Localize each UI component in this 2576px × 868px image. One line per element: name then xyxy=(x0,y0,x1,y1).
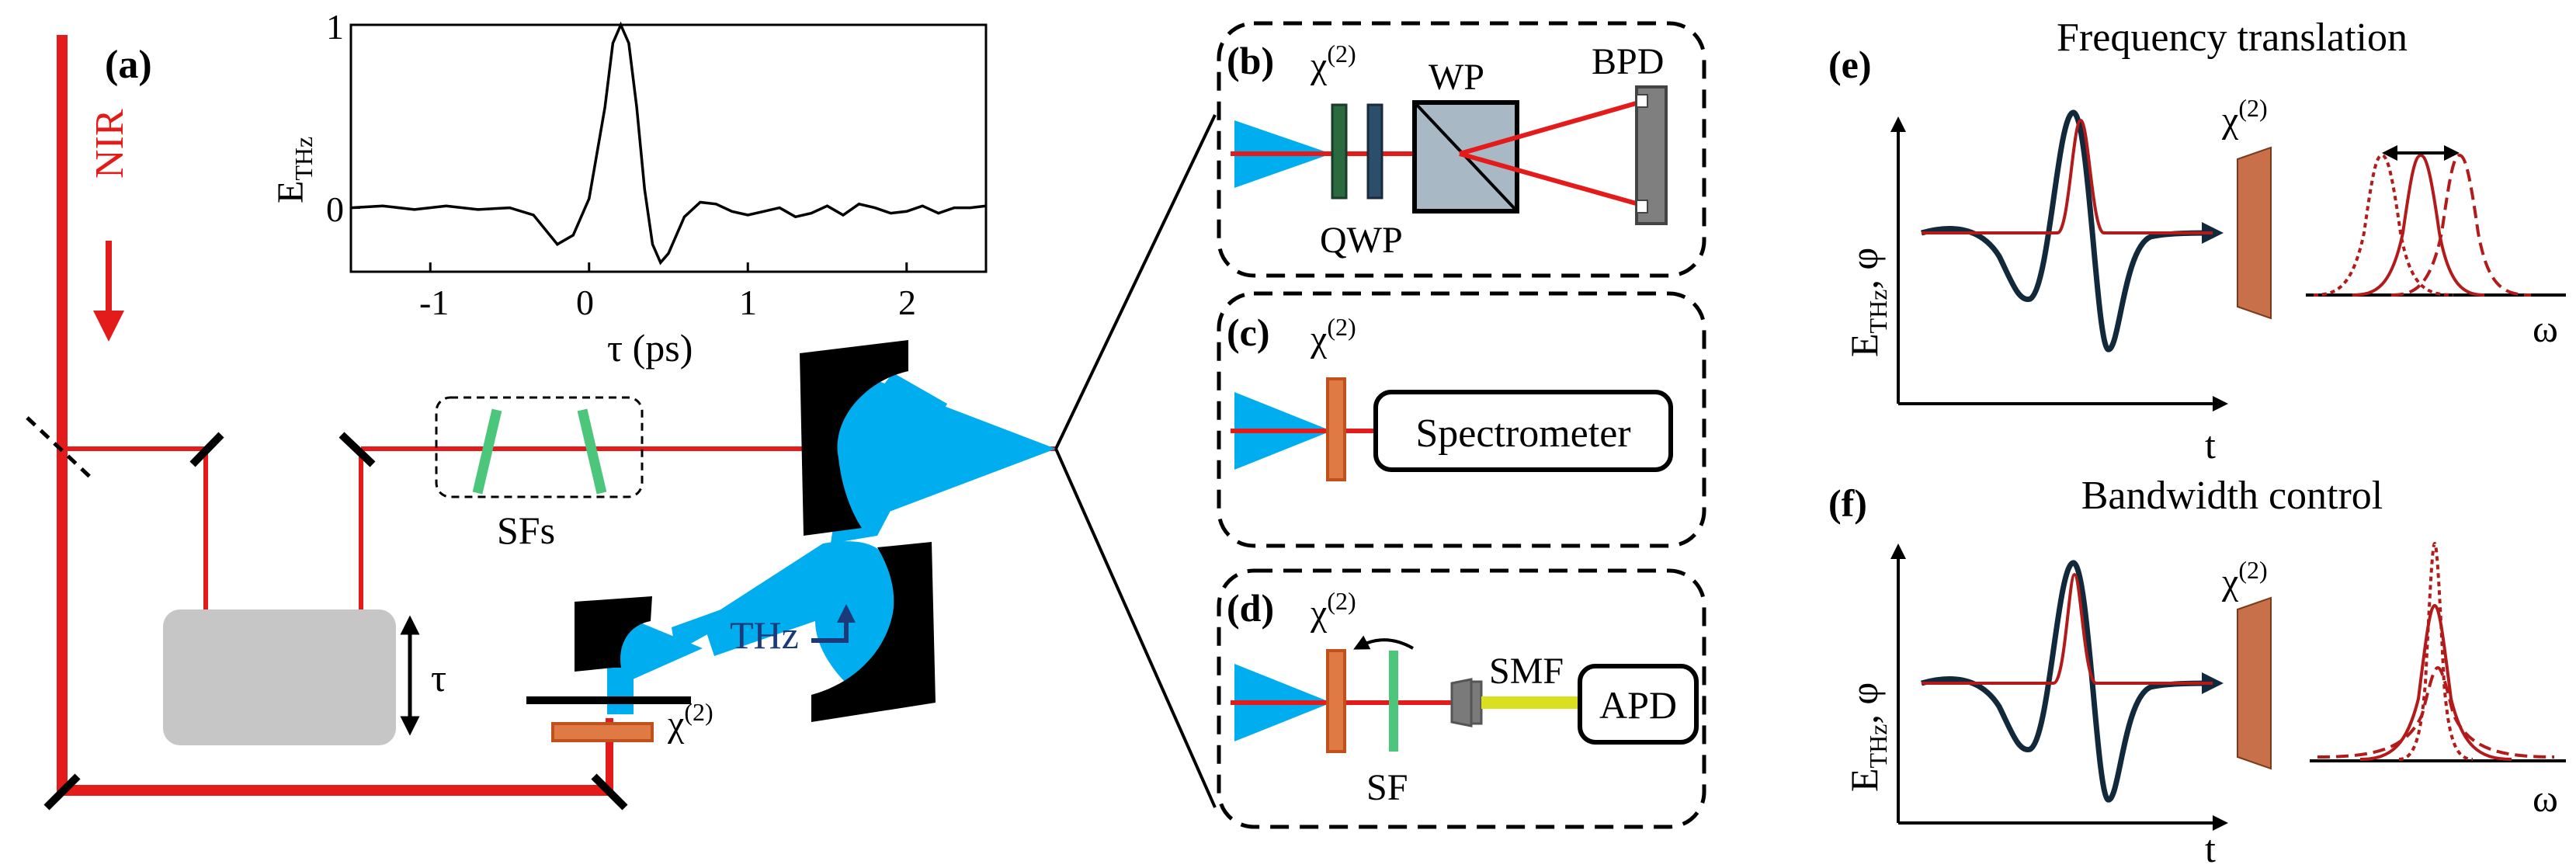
chi2-crystal-e xyxy=(2237,146,2272,320)
chi2-label-b: χ(2) xyxy=(1310,40,1356,86)
thz-pulse-f xyxy=(1921,560,2224,803)
smf-label: SMF xyxy=(1489,651,1564,692)
chi2-crystal-f xyxy=(2237,596,2272,770)
chi2-crystal-c xyxy=(1326,377,1346,481)
apd-box xyxy=(1578,664,1699,745)
thz-beam xyxy=(607,369,1056,714)
chi2-label-d: χ(2) xyxy=(1310,587,1356,634)
photodiode xyxy=(1636,94,1648,108)
beam-splitter xyxy=(26,416,95,481)
qwp-plate xyxy=(1366,103,1383,200)
eo-crystal-b xyxy=(1331,103,1348,200)
probe-pulse-e xyxy=(1922,118,2213,234)
panel-b-label: (b) xyxy=(1227,39,1274,82)
inset-xlabel: τ (ps) xyxy=(607,326,693,370)
inset-series-line xyxy=(350,21,987,266)
nir-label: NIR xyxy=(88,109,132,179)
spectra-e xyxy=(2313,153,2532,297)
inset-plot-frame xyxy=(349,23,988,273)
chi2-label-a: χ(2) xyxy=(667,698,713,745)
inset-xtick: 0 xyxy=(576,283,594,322)
panel-c: (c) χ(2) Spectrometer xyxy=(1217,291,1706,548)
split-beams xyxy=(1459,99,1645,208)
panel-d: (d) χ(2) APD SMF SF xyxy=(1217,568,1706,829)
spectra-f xyxy=(2317,541,2555,761)
chi2-crystal-a xyxy=(551,722,654,742)
bpd-label: BPD xyxy=(1592,41,1664,82)
panel-e-title: Frequency translation xyxy=(2057,16,2408,60)
rotation-arrow xyxy=(1353,635,1414,650)
thz-direction-arrow xyxy=(811,604,856,643)
sf-box xyxy=(435,396,644,498)
panel-e-xlabel: t xyxy=(2205,423,2216,467)
sfs-label: SFs xyxy=(497,509,555,552)
panel-e: (e) Frequency translation ETHz, φ t χ(2)… xyxy=(1828,16,2566,467)
thz-label: THz xyxy=(730,613,799,657)
zoom-line xyxy=(1054,114,1217,450)
chi2-crystal-d xyxy=(1326,649,1346,753)
panel-f-ylabel: ETHz, φ xyxy=(1842,682,1892,792)
panel-e-omega: ω xyxy=(2533,307,2558,350)
mirror xyxy=(338,432,376,467)
delay-stage xyxy=(163,609,396,745)
panel-f-omega: ω xyxy=(2533,776,2558,820)
qwp-label: QWP xyxy=(1320,220,1403,261)
panel-a-setup: (a) NIR τ xyxy=(26,35,1217,811)
panel-f-label: (f) xyxy=(1828,481,1867,525)
apd-label: APD xyxy=(1599,683,1677,727)
spectral-filter xyxy=(577,408,607,495)
chi2-label-f: χ(2) xyxy=(2221,556,2268,602)
inset-chart: 1 0 -1 0 1 2 τ (ps) ETHz xyxy=(270,7,988,370)
wp-label: WP xyxy=(1429,57,1484,98)
inset-ylabel: ETHz xyxy=(270,137,318,203)
panel-e-ylabel: ETHz, φ xyxy=(1842,248,1892,357)
chi2-label-c: χ(2) xyxy=(1310,313,1356,359)
panel-f-title: Bandwidth control xyxy=(2081,474,2383,518)
panel-b: (b) χ(2) WP BPD QWP xyxy=(1217,21,1706,278)
fiber-coupler xyxy=(1450,678,1483,727)
tau-label: τ xyxy=(431,656,446,700)
spectrometer-box xyxy=(1373,390,1673,472)
panel-d-label: (d) xyxy=(1227,586,1274,630)
inset-xtick: 2 xyxy=(898,283,916,322)
spectral-filter xyxy=(472,408,502,495)
inset-ytick: 0 xyxy=(326,189,344,229)
spectrometer-label: Spectrometer xyxy=(1415,411,1630,456)
chi2-label-e: χ(2) xyxy=(2221,94,2268,141)
panel-c-box xyxy=(1217,291,1706,548)
sf-label: SF xyxy=(1366,767,1408,808)
panel-b-box xyxy=(1217,21,1706,278)
mirror xyxy=(591,773,628,811)
panel-f: (f) Bandwidth control ETHz, φ t χ(2) ω xyxy=(1828,474,2566,868)
mirror xyxy=(189,432,224,467)
parabolic-mirror xyxy=(575,596,652,672)
zoom-line xyxy=(1054,448,1217,808)
parabolic-mirror xyxy=(811,542,936,722)
panel-c-label: (c) xyxy=(1227,311,1270,354)
photodiode xyxy=(1636,200,1648,214)
parabolic-mirror xyxy=(800,340,908,536)
mirror xyxy=(43,773,81,811)
inset-ytick: 1 xyxy=(326,7,344,47)
panel-a-label: (a) xyxy=(105,43,152,87)
panel-f-xlabel: t xyxy=(2205,827,2216,868)
panel-e-label: (e) xyxy=(1828,43,1872,86)
parabolic-mirrors xyxy=(575,340,936,722)
inset-xtick: 1 xyxy=(739,283,757,322)
thz-pulse-e xyxy=(1921,109,2224,352)
probe-pulse-f xyxy=(1922,572,2213,685)
panel-d-box xyxy=(1217,568,1706,829)
inset-xtick: -1 xyxy=(419,283,449,322)
